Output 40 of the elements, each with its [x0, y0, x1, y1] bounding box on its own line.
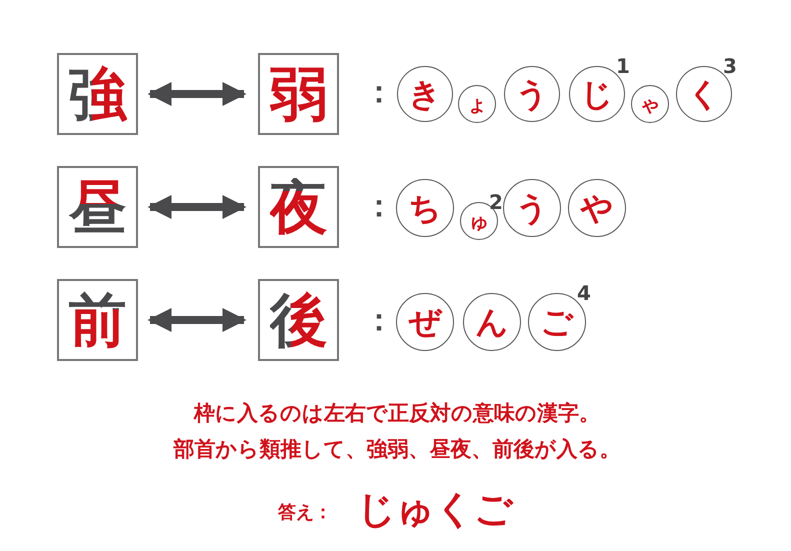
kana-character: じ [580, 78, 614, 110]
kanji-box [57, 279, 138, 361]
superscript-number: 4 [577, 283, 591, 303]
kanji-box [258, 166, 339, 248]
double-arrow [148, 82, 246, 106]
kana-character: ち [408, 192, 442, 224]
colon: ： [364, 78, 394, 108]
explanation-text: 枠に入るのは左右で正反対の意味の漢字。 [194, 403, 600, 424]
colon: ： [364, 192, 394, 222]
kana-character: う [516, 192, 548, 224]
answer-text: じゅくご [357, 490, 513, 528]
kana-character: ご [540, 306, 574, 338]
kanji-box [57, 53, 138, 135]
kana-character: や [580, 192, 614, 224]
double-arrow [148, 195, 246, 219]
kanji-box [258, 53, 339, 135]
kana-character: ん [476, 306, 508, 338]
kana-character: う [516, 78, 548, 110]
kana-character: ゅ [469, 211, 489, 231]
kanji-character: 強 [68, 65, 126, 123]
kana-character: く [688, 78, 720, 110]
kanji-character: 弱 [270, 65, 328, 123]
kana-circle [458, 85, 496, 123]
kana-character: き [408, 78, 442, 110]
kana-character: ょ [467, 94, 487, 114]
superscript-number: 2 [489, 192, 503, 212]
double-arrow [148, 308, 246, 332]
kana-character: ゃ [640, 94, 660, 114]
colon: ： [364, 306, 394, 336]
kanji-character: 前 [68, 291, 126, 349]
explanation-text: 部首から類推して、強弱、昼夜、前後が入る。 [174, 439, 620, 460]
kanji-character: 後 [270, 291, 328, 349]
superscript-number: 1 [616, 56, 630, 76]
kanji-box [258, 279, 339, 361]
answer-label: 答え： [278, 504, 332, 522]
superscript-number: 3 [723, 56, 737, 76]
kana-character: ぜ [408, 306, 442, 338]
kanji-character: 夜 [270, 178, 328, 236]
kana-circle [631, 85, 669, 123]
kanji-box [57, 166, 138, 248]
